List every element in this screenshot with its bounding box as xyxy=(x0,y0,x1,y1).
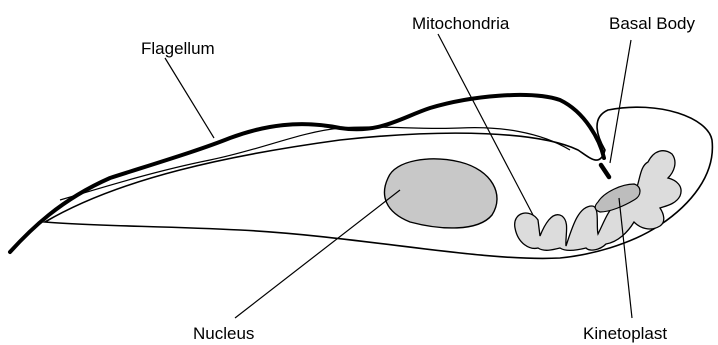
flagellum-leader xyxy=(165,58,214,138)
flagellum-label: Flagellum xyxy=(141,39,215,58)
kinetoplast-label: Kinetoplast xyxy=(583,324,667,343)
nucleus-label: Nucleus xyxy=(193,324,254,343)
basal-body-label: Basal Body xyxy=(609,14,695,33)
mitochondria-label: Mitochondria xyxy=(412,14,510,33)
